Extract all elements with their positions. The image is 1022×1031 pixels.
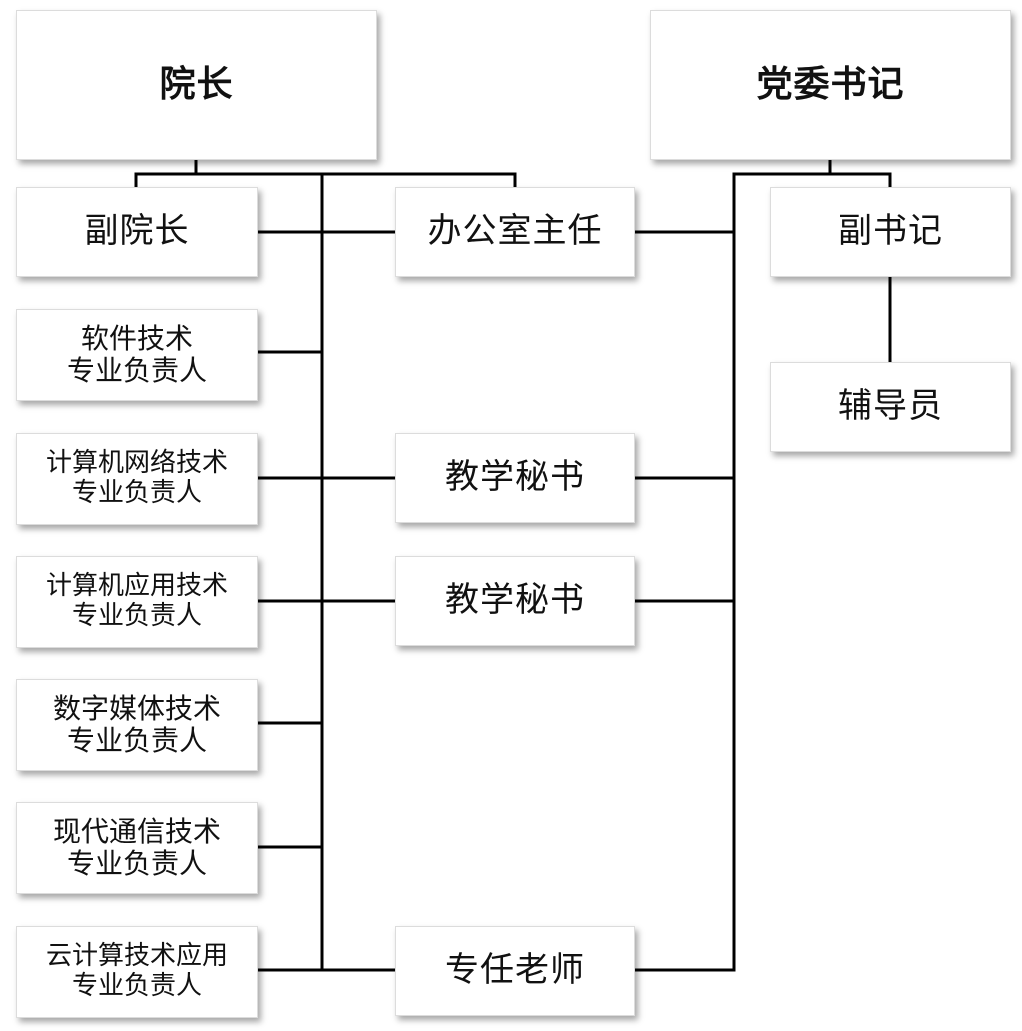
major-role: 专业负责人: [71, 601, 202, 631]
office-director-box: 办公室主任: [395, 187, 635, 277]
party-secretary-box: 党委书记: [650, 10, 1011, 160]
teaching-secretary-label: 教学秘书: [445, 580, 585, 621]
major-role: 专业负责人: [71, 971, 202, 1001]
major-lead-box: 计算机网络技术 专业负责人: [16, 433, 258, 525]
vice-dean-box: 副院长: [16, 187, 258, 277]
major-name: 现代通信技术: [52, 814, 221, 848]
major-role: 专业负责人: [66, 724, 207, 757]
major-name: 计算机网络技术: [45, 448, 228, 479]
major-lead-box: 计算机应用技术 专业负责人: [16, 556, 258, 648]
major-role: 专业负责人: [71, 478, 202, 508]
counselor-label: 辅导员: [838, 386, 943, 427]
party-secretary-label: 党委书记: [756, 64, 905, 106]
major-lead-box: 现代通信技术 专业负责人: [16, 802, 258, 894]
major-lead-box: 软件技术 专业负责人: [16, 309, 258, 401]
major-name: 计算机应用技术: [45, 571, 228, 602]
major-lead-box: 云计算技术应用 专业负责人: [16, 926, 258, 1018]
full-time-teacher-box: 专任老师: [395, 926, 635, 1016]
teaching-secretary-box: 教学秘书: [395, 433, 635, 523]
teaching-secretary-box: 教学秘书: [395, 556, 635, 646]
vice-dean-label: 副院长: [84, 211, 190, 252]
counselor-box: 辅导员: [770, 362, 1011, 452]
major-name: 云计算技术应用: [45, 941, 228, 972]
major-name: 软件技术: [80, 321, 193, 355]
teaching-secretary-label: 教学秘书: [445, 457, 585, 498]
major-name: 数字媒体技术: [52, 691, 221, 725]
deputy-secretary-box: 副书记: [770, 187, 1011, 277]
major-lead-box: 数字媒体技术 专业负责人: [16, 679, 258, 771]
major-role: 专业负责人: [66, 847, 207, 880]
dean-box: 院长: [16, 10, 377, 160]
major-role: 专业负责人: [66, 354, 207, 387]
deputy-secretary-label: 副书记: [838, 211, 943, 252]
dean-label: 院长: [159, 64, 234, 106]
full-time-teacher-label: 专任老师: [445, 950, 585, 991]
office-director-label: 办公室主任: [427, 211, 603, 252]
